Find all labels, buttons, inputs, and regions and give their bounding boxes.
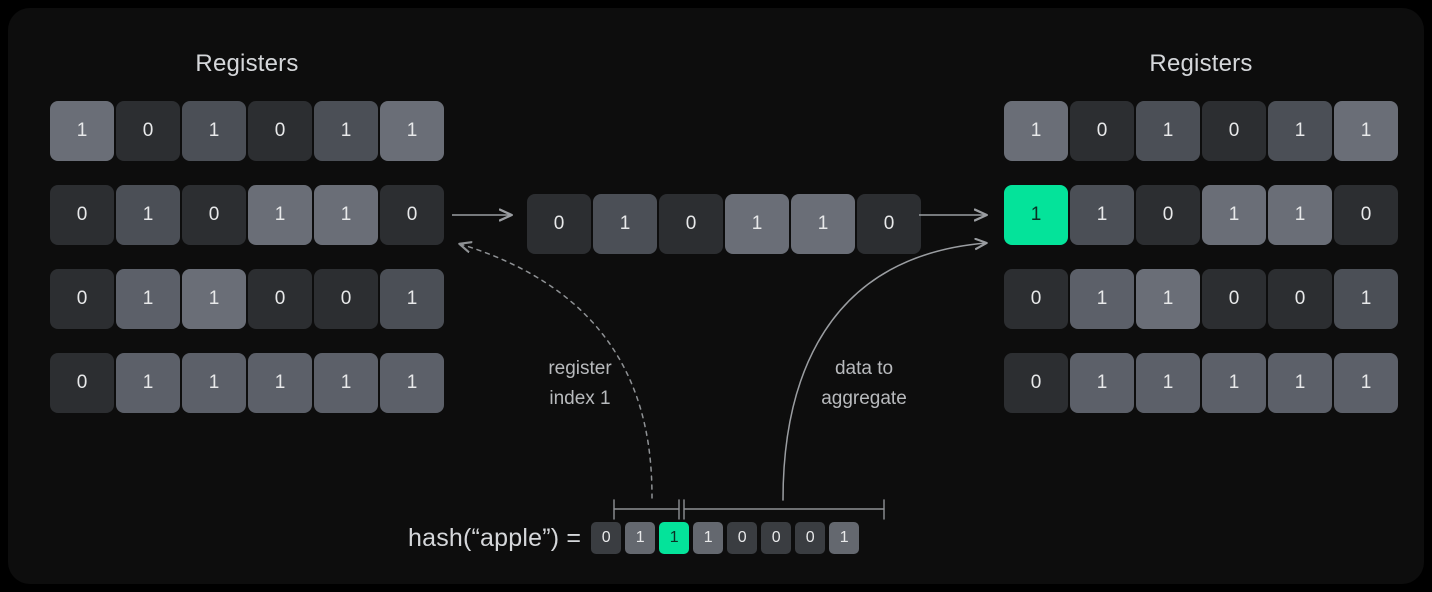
selected-register-cell: 0 — [857, 194, 921, 254]
register-cell: 0 — [380, 185, 444, 245]
register-cell: 1 — [248, 185, 312, 245]
register-cell: 1 — [1004, 101, 1068, 161]
register-cell: 0 — [1202, 101, 1266, 161]
register-cell: 0 — [248, 101, 312, 161]
label-register-index-line1: register — [548, 358, 612, 379]
hash-bit: 1 — [625, 522, 656, 554]
register-cell: 0 — [1004, 269, 1068, 329]
selected-register-cell: 0 — [527, 194, 591, 254]
register-cell: 1 — [116, 269, 180, 329]
register-cell: 1 — [314, 185, 378, 245]
label-data-to-aggregate: data to aggregate — [788, 354, 940, 414]
register-cell: 1 — [314, 101, 378, 161]
register-cell: 0 — [248, 269, 312, 329]
register-cell: 1 — [116, 185, 180, 245]
register-cell: 1 — [50, 101, 114, 161]
register-cell: 1 — [1136, 269, 1200, 329]
label-register-index: register index 1 — [504, 354, 656, 414]
hash-bit: 0 — [795, 522, 826, 554]
register-cell: 1 — [1268, 353, 1332, 413]
register-cell: 1 — [380, 101, 444, 161]
register-cell: 0 — [182, 185, 246, 245]
register-cell: 0 — [50, 269, 114, 329]
register-cell: 0 — [1334, 185, 1398, 245]
register-cell: 1 — [1202, 185, 1266, 245]
register-cell: 1 — [314, 353, 378, 413]
label-data-to-aggregate-line2: aggregate — [821, 388, 907, 409]
registers-title-after: Registers — [1149, 50, 1253, 77]
hash-bit: 0 — [727, 522, 758, 554]
register-cell: 0 — [116, 101, 180, 161]
register-cell: 0 — [1202, 269, 1266, 329]
register-cell: 1 — [1268, 185, 1332, 245]
register-cell: 1 — [248, 353, 312, 413]
register-cell: 1 — [1334, 269, 1398, 329]
register-cell: 0 — [1268, 269, 1332, 329]
register-cell: 1 — [380, 269, 444, 329]
selected-register-cell: 1 — [791, 194, 855, 254]
register-cell: 1 — [116, 353, 180, 413]
register-cell: 1 — [182, 101, 246, 161]
selected-register-cell: 1 — [725, 194, 789, 254]
register-cell: 1 — [1268, 101, 1332, 161]
hash-bit: 0 — [591, 522, 622, 554]
hash-label: hash(“apple”) = — [408, 523, 582, 552]
register-cell: 1 — [1004, 185, 1068, 245]
register-cell: 1 — [1070, 353, 1134, 413]
register-cell: 1 — [182, 353, 246, 413]
hash-bit: 0 — [761, 522, 792, 554]
registers-title-before: Registers — [195, 50, 299, 77]
register-cell: 1 — [1070, 269, 1134, 329]
selected-register-cell: 1 — [593, 194, 657, 254]
register-cell: 0 — [1136, 185, 1200, 245]
register-cell: 1 — [1136, 353, 1200, 413]
hash-bit: 1 — [659, 522, 690, 554]
register-cell: 1 — [1334, 101, 1398, 161]
register-cell: 1 — [380, 353, 444, 413]
register-cell: 1 — [1070, 185, 1134, 245]
register-cell: 0 — [50, 185, 114, 245]
register-cell: 0 — [1004, 353, 1068, 413]
register-cell: 1 — [1334, 353, 1398, 413]
register-cell: 0 — [1070, 101, 1134, 161]
register-cell: 0 — [314, 269, 378, 329]
register-cell: 1 — [1136, 101, 1200, 161]
register-cell: 0 — [50, 353, 114, 413]
hash-bit: 1 — [693, 522, 724, 554]
selected-register-cell: 0 — [659, 194, 723, 254]
label-register-index-line2: index 1 — [549, 388, 611, 409]
label-data-to-aggregate-line1: data to — [834, 358, 894, 379]
hash-bit: 1 — [829, 522, 860, 554]
register-cell: 1 — [1202, 353, 1266, 413]
register-cell: 1 — [182, 269, 246, 329]
